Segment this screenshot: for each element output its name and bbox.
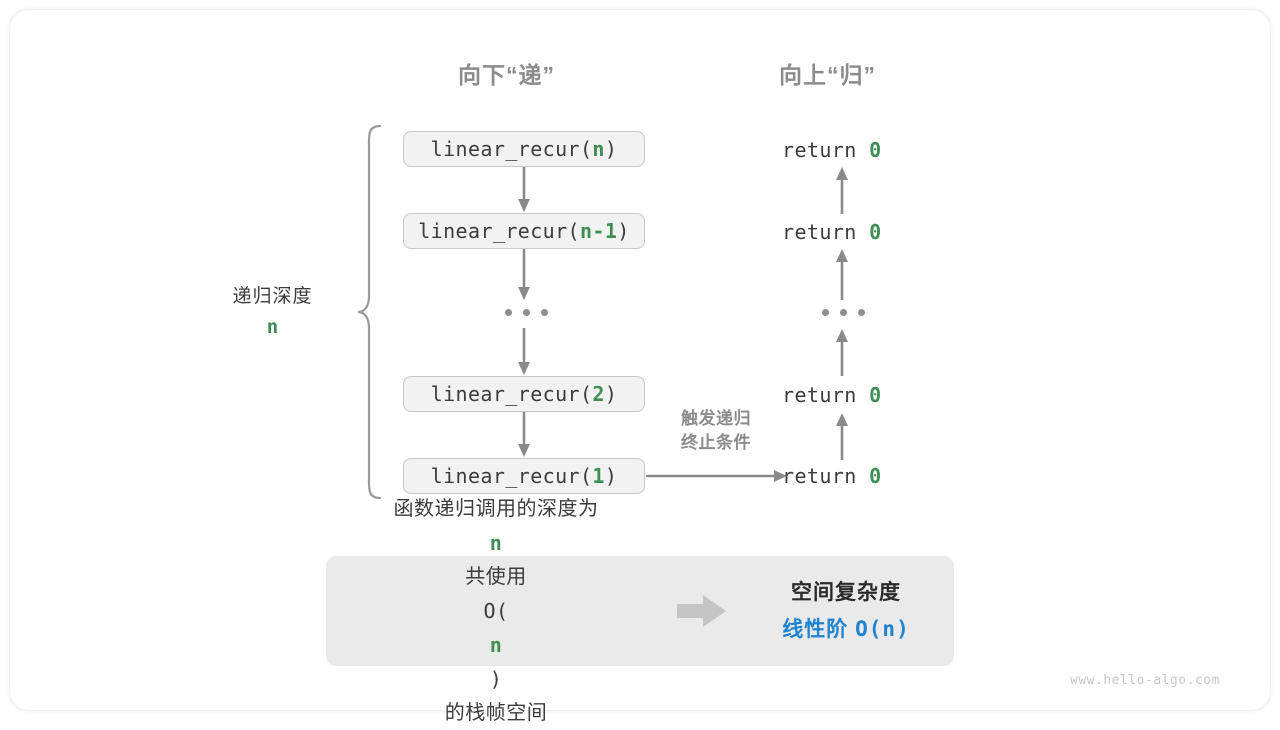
call-box-n: linear_recur(n) xyxy=(403,131,645,167)
space-complexity-expr-n: n xyxy=(882,616,897,641)
dot xyxy=(840,309,847,316)
call-box-argument: 1 xyxy=(592,464,605,488)
return-value: 0 xyxy=(869,220,882,244)
column-heading-descend: 向下“递” xyxy=(458,62,555,88)
space-complexity-order-label: 线性阶 xyxy=(782,617,856,641)
base-case-arrow-icon xyxy=(646,466,788,491)
watermark: www.hello-algo.com xyxy=(1070,673,1220,688)
dot xyxy=(858,309,865,316)
return-statement-second: return 0 xyxy=(782,220,902,244)
summary-conclusion: 空间复杂度 线性阶 O(n) xyxy=(738,575,954,648)
recursion-depth-value: n xyxy=(266,316,279,338)
space-complexity-value: 线性阶 O(n) xyxy=(738,611,954,648)
return-keyword: return xyxy=(782,220,870,244)
summary-line-2-o: O( xyxy=(483,599,509,623)
return-statement-base: return 0 xyxy=(782,464,902,488)
summary-line-1: 函数递归调用的深度为 n xyxy=(326,492,666,560)
call-box-argument: n-1 xyxy=(579,219,618,243)
termination-annotation-line1: 触发递归 xyxy=(681,409,751,428)
up-arrow-icon xyxy=(832,412,852,460)
summary-description: 函数递归调用的深度为 n 共使用 O( n) 的栈帧空间 xyxy=(326,492,666,730)
summary-line-2-n: n xyxy=(489,633,503,657)
return-statement-top: return 0 xyxy=(782,138,902,162)
call-box-suffix: ) xyxy=(604,382,618,406)
column-heading-ascend: 向上“归” xyxy=(779,62,876,88)
call-box-argument: n xyxy=(592,137,605,161)
return-keyword: return xyxy=(782,383,870,407)
recursion-depth-title: 递归深度 xyxy=(232,286,313,307)
ellipsis-dots-right xyxy=(822,309,865,316)
return-statement-third: return 0 xyxy=(782,383,902,407)
return-keyword: return xyxy=(782,464,870,488)
down-arrow-icon xyxy=(514,167,534,213)
summary-line-2: 共使用 O( n) 的栈帧空间 xyxy=(326,560,666,730)
summary-implies-arrow-icon xyxy=(666,593,738,629)
summary-line-1-text: 函数递归调用的深度为 xyxy=(393,498,599,520)
down-arrow-icon xyxy=(514,249,534,301)
summary-line-2-suffix: 的栈帧空间 xyxy=(444,702,548,724)
space-complexity-title: 空间复杂度 xyxy=(791,580,901,604)
termination-annotation-line2: 终止条件 xyxy=(681,433,751,452)
return-value: 0 xyxy=(869,138,882,162)
summary-line-2-prefix: 共使用 xyxy=(465,566,527,588)
call-box-suffix: ) xyxy=(604,137,618,161)
up-arrow-icon xyxy=(832,248,852,300)
call-box-2: linear_recur(2) xyxy=(403,376,645,412)
up-arrow-icon xyxy=(832,328,852,376)
return-value: 0 xyxy=(869,464,882,488)
dot xyxy=(505,309,512,316)
call-box-suffix: ) xyxy=(604,464,618,488)
recursion-depth-brace xyxy=(356,124,382,500)
space-complexity-expr-close: ) xyxy=(896,616,910,641)
call-box-prefix: linear_recur( xyxy=(430,137,593,161)
summary-panel: 函数递归调用的深度为 n 共使用 O(n) 的栈帧空间 空间复杂度 线性阶 O(… xyxy=(326,498,954,724)
return-keyword: return xyxy=(782,138,870,162)
down-arrow-icon xyxy=(514,328,534,376)
return-value: 0 xyxy=(869,383,882,407)
call-box-prefix: linear_recur( xyxy=(418,219,580,243)
termination-annotation: 触发递归 终止条件 xyxy=(656,407,776,455)
space-complexity-expr-open: O( xyxy=(855,616,883,641)
call-box-1: linear_recur(1) xyxy=(403,458,645,494)
call-box-n-minus-1: linear_recur(n-1) xyxy=(403,213,645,249)
ellipsis-dots-left xyxy=(505,309,548,316)
call-box-argument: 2 xyxy=(592,382,605,406)
recursion-depth-label: 递归深度 n xyxy=(185,281,360,338)
call-box-prefix: linear_recur( xyxy=(430,464,593,488)
up-arrow-icon xyxy=(832,166,852,214)
down-arrow-icon xyxy=(514,412,534,458)
dot xyxy=(822,309,829,316)
dot xyxy=(523,309,530,316)
summary-line-1-n: n xyxy=(489,531,503,555)
call-box-suffix: ) xyxy=(617,219,630,243)
dot xyxy=(541,309,548,316)
summary-line-2-close: ) xyxy=(489,667,503,691)
call-box-prefix: linear_recur( xyxy=(430,382,593,406)
